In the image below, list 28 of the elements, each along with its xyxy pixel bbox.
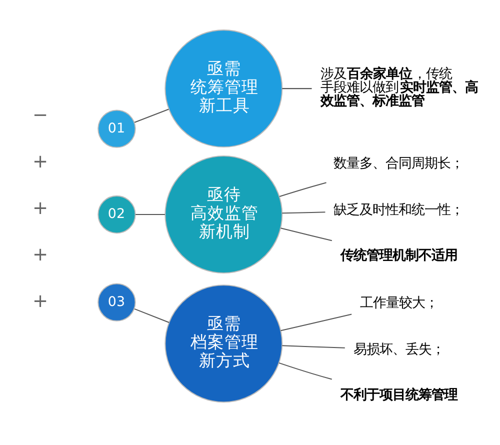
label: +	[32, 290, 48, 312]
node-text: 易损坏、丢失；	[353, 342, 444, 358]
node-circle: 03	[98, 283, 136, 322]
connector	[134, 108, 169, 123]
connector	[134, 308, 170, 323]
node-text: 数量多、合同周期长；	[334, 156, 464, 172]
node-text: 工作量较大；	[360, 296, 438, 311]
label: +	[32, 244, 48, 266]
connector	[136, 214, 165, 216]
connector	[278, 362, 332, 380]
label: −	[32, 104, 48, 126]
connector	[282, 212, 326, 214]
node-text: 传统管理机制不适用	[340, 248, 458, 264]
node-circle: 亟需档案管理新方式	[164, 284, 283, 403]
node-text: 缺乏及时性和统一性；	[334, 202, 464, 218]
node-text: 涉及百余家单位，传统手段难以做到实时监管、高效监管、标准监管	[320, 67, 478, 109]
label: +	[32, 198, 48, 219]
connector	[280, 314, 352, 332]
label: +	[32, 151, 48, 172]
node-circle: 亟需统筹管理新工具	[164, 30, 283, 148]
connector	[280, 228, 332, 242]
node-text: 不利于项目统筹管理	[340, 388, 458, 403]
connector	[279, 182, 326, 198]
connector	[282, 345, 345, 348]
connector	[282, 88, 312, 90]
node-circle: 01	[98, 110, 136, 148]
node-circle: 02	[98, 195, 136, 234]
node-circle: 亟待高效监管新机制	[164, 156, 283, 274]
